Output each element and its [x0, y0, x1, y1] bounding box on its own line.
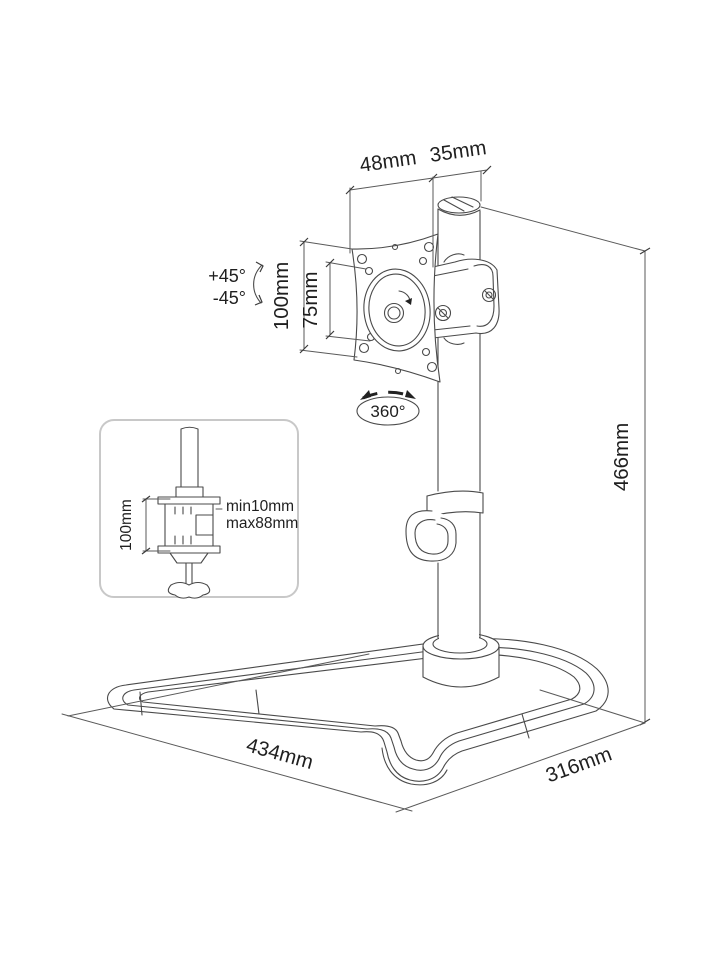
pole-clamp-bracket — [432, 253, 500, 345]
rotation-disc — [363, 268, 431, 352]
dimension-pole-diameter: 35mm — [428, 136, 492, 202]
inset-dimension-clamp-height: 100mm — [118, 495, 171, 555]
clamp-inset: 100mm min10mm max88mm — [99, 419, 299, 599]
cable-clip — [405, 490, 484, 562]
label-pole-diameter: 35mm — [428, 136, 488, 167]
tilt-arc-arrow-icon — [253, 264, 263, 304]
label-tilt-up: +45° — [208, 266, 246, 286]
label-vesa-inner: 75mm — [299, 272, 322, 329]
pole-cap — [437, 196, 481, 214]
label-rotation: 360° — [370, 402, 405, 421]
label-clamp-max: max88mm — [226, 515, 298, 532]
inset-clamp-drawing — [157, 426, 221, 599]
pole-base-collar — [422, 632, 500, 688]
bracket-screw-icon — [434, 304, 452, 322]
label-vesa-outer: 100mm — [270, 262, 293, 330]
dimension-vesa-outer: 100mm — [270, 237, 358, 358]
label-height: 466mm — [610, 423, 633, 491]
label-clamp-height: 100mm — [118, 499, 135, 551]
bracket-knob-icon — [481, 287, 497, 303]
tilt-angle-annotation: +45° -45° — [208, 261, 264, 308]
label-tilt-down: -45° — [213, 288, 246, 308]
label-arm-depth: 48mm — [358, 146, 418, 177]
label-base-depth: 434mm — [244, 734, 316, 774]
dimension-vesa-inner: 75mm — [299, 258, 371, 342]
rotation-360-annotation: 360° — [356, 390, 420, 426]
label-clamp-min: min10mm — [226, 498, 294, 515]
label-base-width: 316mm — [543, 742, 615, 787]
rotation-disc-hub — [383, 290, 412, 324]
dimension-height: 466mm — [480, 206, 651, 726]
clamp-wing-screw — [167, 581, 211, 599]
